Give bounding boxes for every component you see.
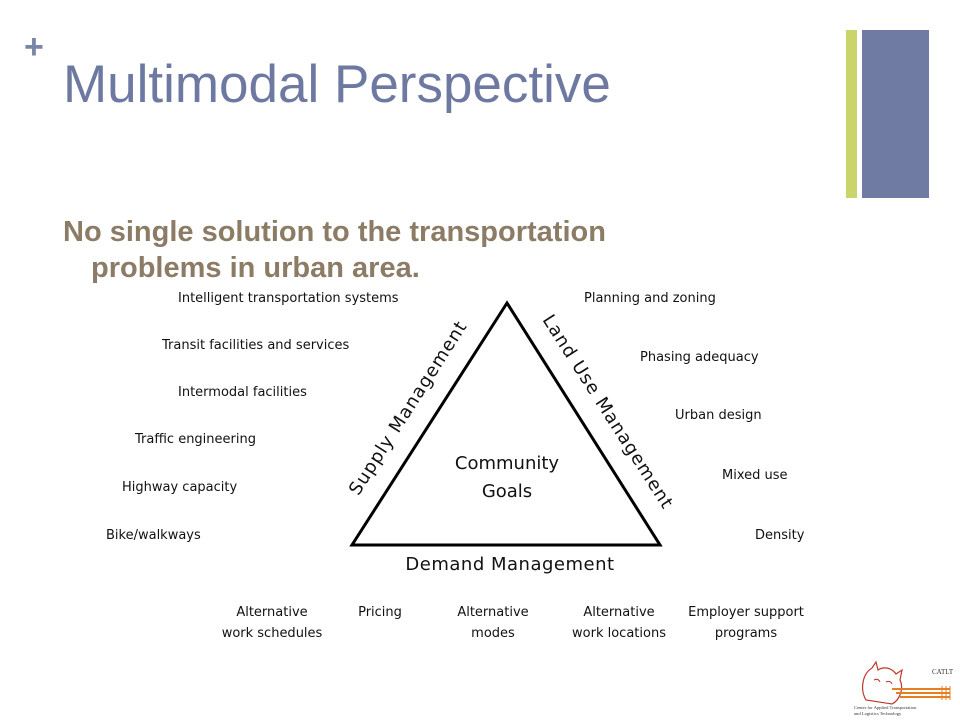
land-use-item: Urban design	[675, 408, 762, 423]
triangle-shape	[349, 300, 663, 547]
logo-caption-2: and Logistics Technology	[854, 711, 902, 716]
demand-item: Employer support programs	[688, 605, 804, 641]
land-use-item: Density	[755, 528, 805, 543]
subtitle-line-2: problems in urban area.	[91, 252, 420, 284]
land-use-item: Phasing adequacy	[640, 350, 759, 365]
center-line-2: Goals	[481, 481, 533, 502]
logo-caption-1: Center for Applied Transportation	[854, 705, 917, 710]
land-use-item: Planning and zoning	[584, 291, 716, 306]
supply-item: Bike/walkways	[106, 528, 201, 543]
land-use-item: Mixed use	[722, 468, 788, 483]
cat-logo-icon: CATLT Center for Applied Transportation …	[854, 660, 954, 716]
center-line-1: Community	[454, 453, 560, 474]
slide-subtitle: No single solution to the transportation…	[63, 214, 783, 286]
subtitle-line-1: No single solution to the transportation	[63, 216, 606, 248]
supply-item: Transit facilities and services	[162, 338, 350, 353]
supply-item: Intermodal facilities	[178, 385, 307, 400]
community-goals: Community Goals	[432, 450, 582, 506]
demand-management-label: Demand Management	[405, 554, 615, 575]
supply-item: Traffic engineering	[135, 432, 256, 447]
supply-item: Highway capacity	[122, 480, 238, 495]
plus-icon: +	[24, 28, 44, 66]
demand-item: Alternative work schedules	[221, 605, 323, 641]
supply-item: Intelligent transportation systems	[178, 291, 399, 306]
demand-item: Alternative modes	[457, 605, 529, 641]
accent-bar-green	[846, 30, 857, 198]
accent-bar-blue	[862, 30, 929, 198]
demand-item: Pricing	[358, 605, 402, 620]
demand-item: Alternative work locations	[572, 605, 666, 641]
slide-title: Multimodal Perspective	[63, 55, 611, 114]
logo-name: CATLT	[932, 668, 954, 676]
